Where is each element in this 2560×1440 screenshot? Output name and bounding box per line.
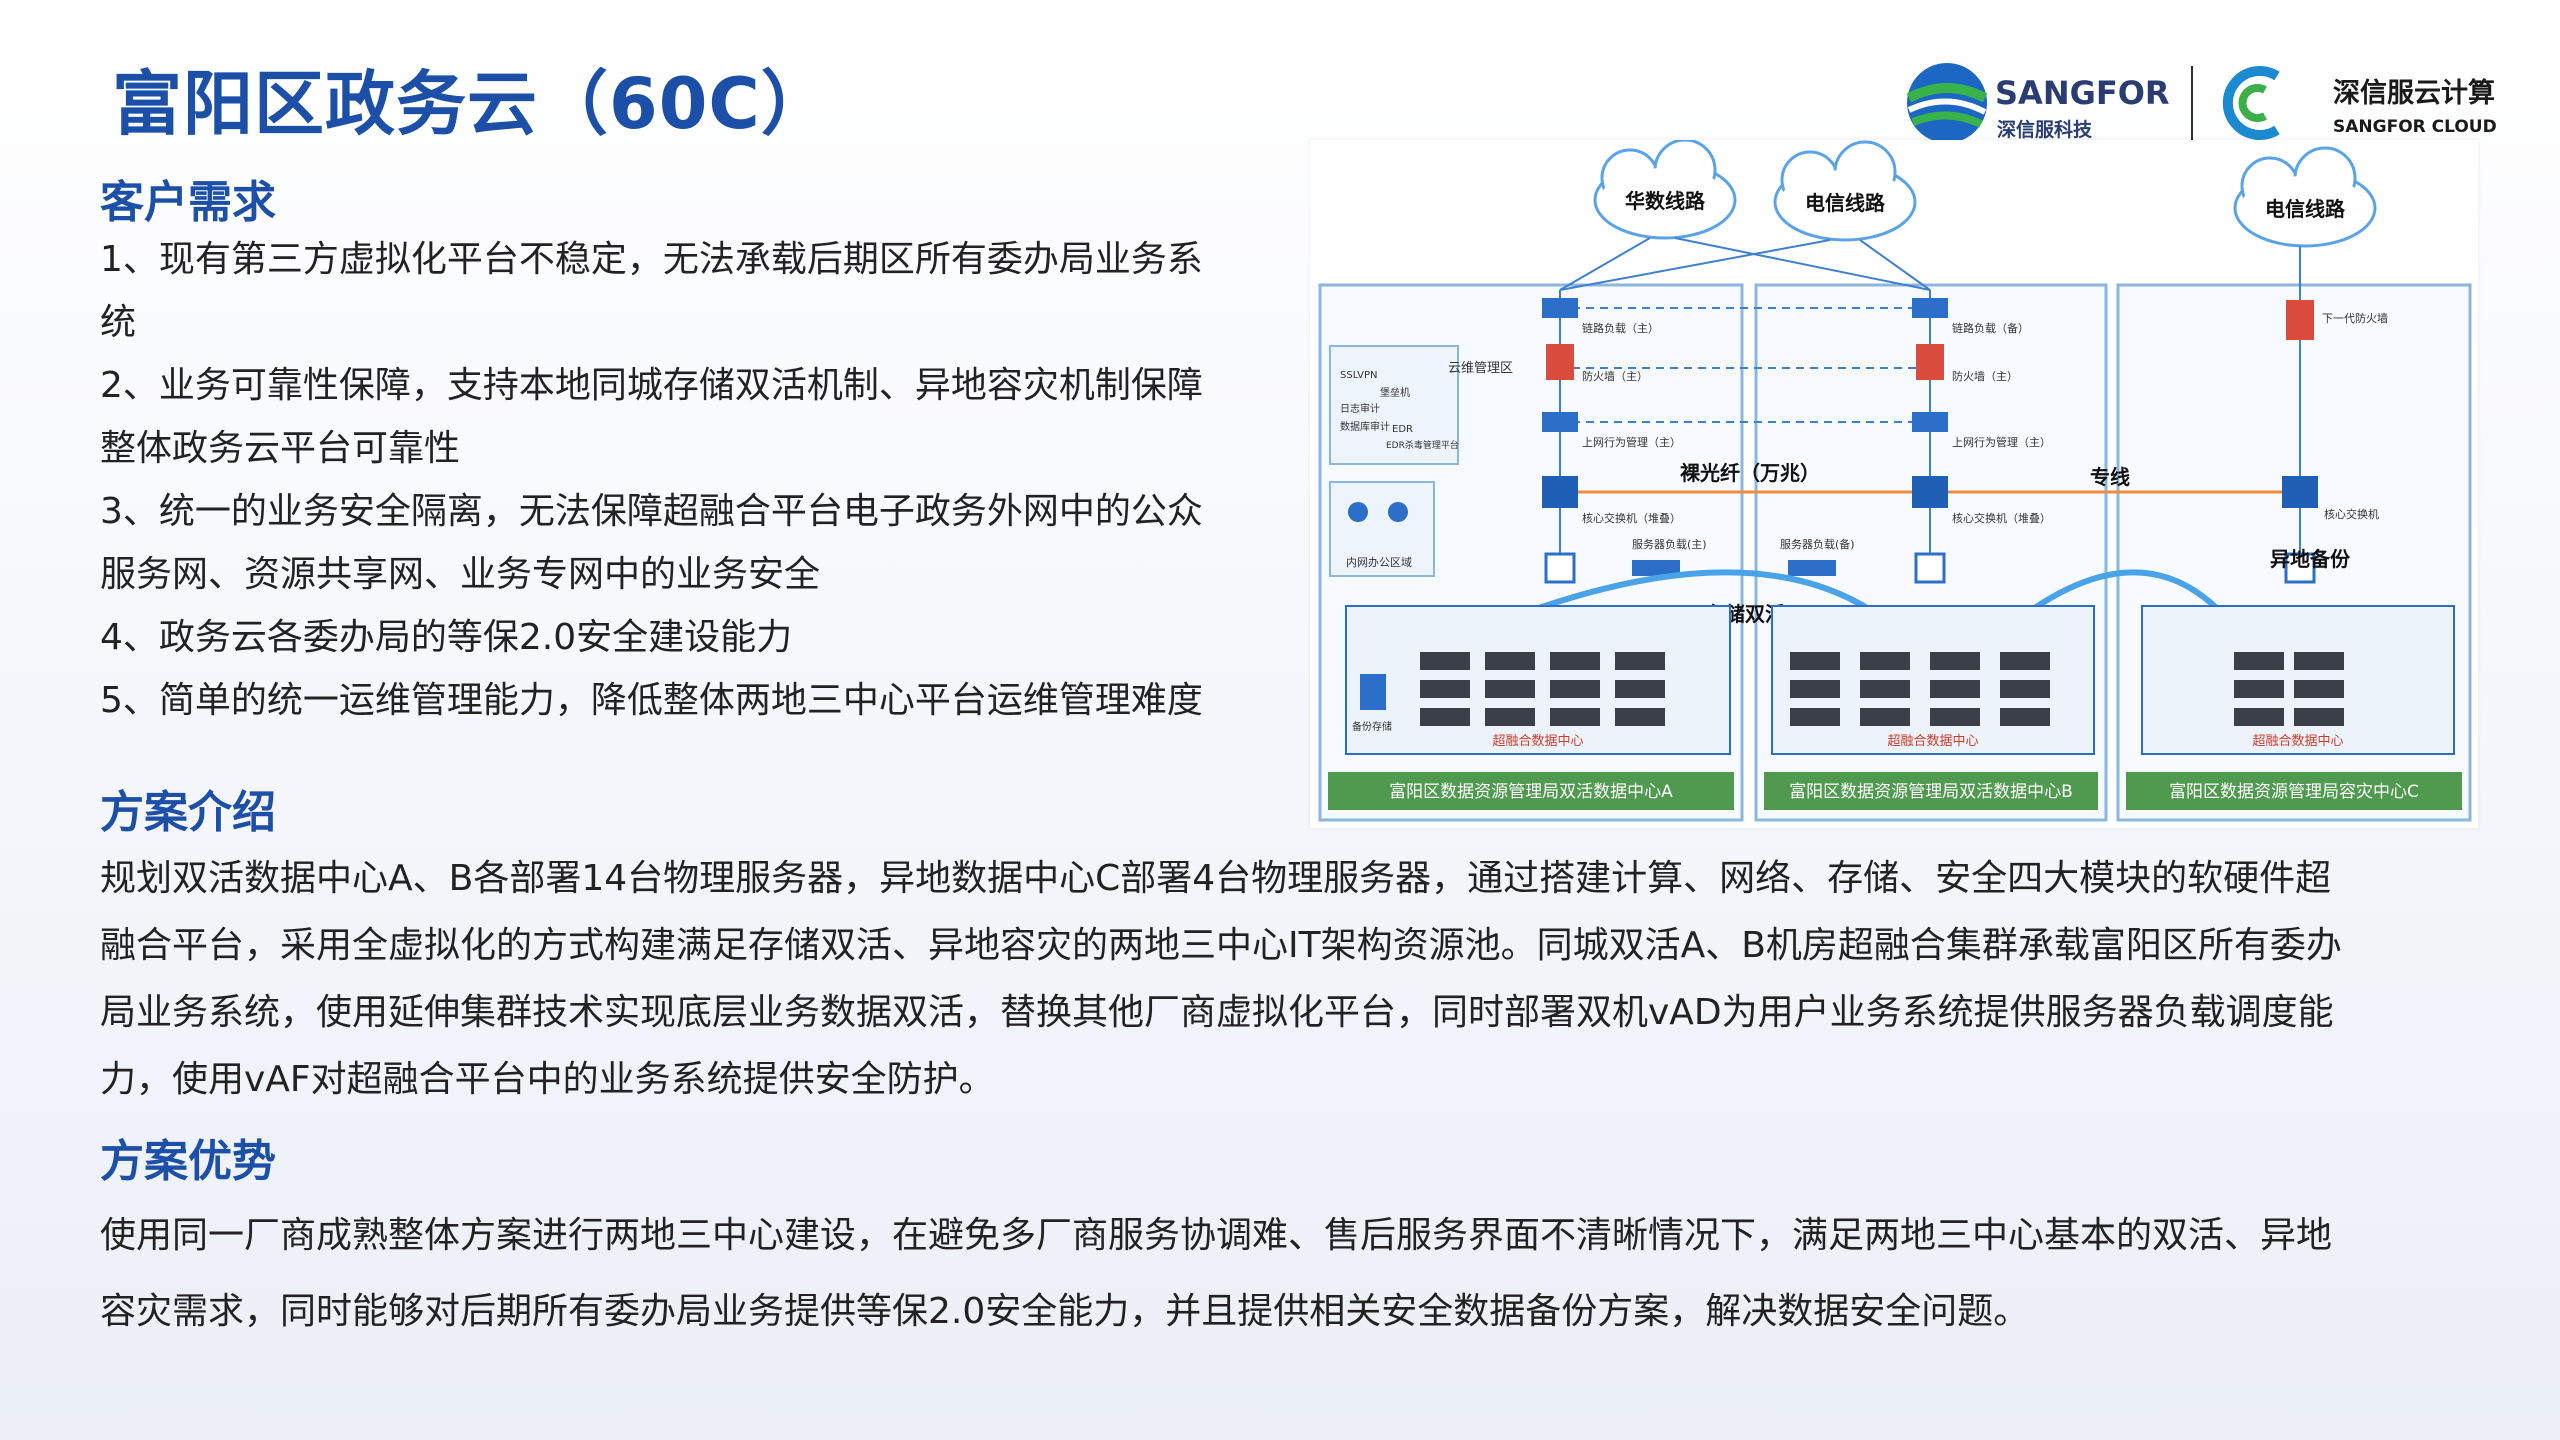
solution-paragraph: 规划双活数据中心A、B各部署14台物理服务器，异地数据中心C部署4台物理服务器，… [100, 845, 2430, 1113]
page-title: 富阳区政务云（60C） [112, 63, 832, 145]
hci-label: 超融合数据中心 [1887, 734, 1978, 749]
requirement-line: 1、现有第三方虚拟化平台不稳定，无法承载后期区所有委办局业务系 [100, 239, 1203, 280]
logo-area: SANGFOR 深信服科技 深信服云计算 SANGFOR CLOUD [1905, 58, 2525, 148]
dc-c-bar [2126, 772, 2462, 810]
sangfor-cloud-icon [2222, 66, 2280, 140]
device-label: 核心交换机（堆叠） [1952, 511, 2051, 525]
cloud-huashu: 华数线路 [1593, 138, 1737, 240]
behavior-mgmt-device-icon [1912, 412, 1948, 432]
device-label: 链路负载（备） [1952, 321, 2029, 335]
behavior-mgmt-device-icon [1542, 412, 1578, 432]
fiber-link-label: 裸光纤（万兆） [1680, 461, 1820, 485]
access-switch-icon [1544, 552, 1576, 584]
user-icon [1388, 502, 1408, 522]
device-label: 服务器负载(备) [1780, 537, 1855, 551]
dc-label: 富阳区数据资源管理局容灾中心C [2169, 782, 2419, 802]
sangfor-globe-icon [1906, 63, 1988, 143]
hci-label: 超融合数据中心 [1492, 734, 1583, 749]
access-switch-icon [1914, 552, 1946, 584]
intranet-zone-frame [1329, 481, 1435, 577]
requirement-line: 2、业务可靠性保障，支持本地同城存储双活机制、异地容灾机制保障 [100, 365, 1203, 406]
intranet-label: 内网办公区域 [1346, 555, 1412, 569]
storage-active-arrow [1478, 569, 1887, 633]
advantage-line: 容灾需求，同时能够对后期所有委办局业务提供等保2.0安全能力，并且提供相关安全数… [100, 1291, 2030, 1332]
advantage-heading: 方案优势 [100, 1136, 276, 1187]
ops-zone-frame [1329, 345, 1459, 465]
cloud-label: 华数线路 [1625, 189, 1706, 213]
device-label: 核心交换机（堆叠） [1582, 511, 1681, 525]
ngfw-device-icon [2286, 300, 2314, 340]
requirement-line: 整体政务云平台可靠性 [100, 428, 461, 469]
hci-label: 超融合数据中心 [2252, 734, 2343, 749]
sangfor-cn-text: 深信服科技 [1997, 118, 2093, 141]
dedicated-link-label: 专线 [2090, 465, 2130, 489]
device-label: 上网行为管理（主） [1952, 435, 2051, 449]
svg-text:日志审计: 日志审计 [1340, 402, 1380, 415]
solution-line: 规划双活数据中心A、B各部署14台物理服务器，异地数据中心C部署4台物理服务器，… [100, 858, 2332, 899]
link-lb-device-icon [1912, 298, 1948, 318]
sangfor-en-text: SANGFOR [1995, 74, 2170, 112]
device-label: 链路负载（主） [1582, 321, 1659, 335]
requirements-list: 1、现有第三方虚拟化平台不稳定，无法承载后期区所有委办局业务系 统 2、业务可靠… [100, 228, 1250, 732]
firewall-device-icon [1916, 344, 1944, 380]
device-label: 核心交换机 [2324, 507, 2379, 521]
svg-text:EDR: EDR [1392, 424, 1413, 435]
advantage-line: 使用同一厂商成熟整体方案进行两地三中心建设，在避免多厂商服务协调难、售后服务界面… [100, 1215, 2333, 1256]
device-label: 防火墙（主） [1952, 369, 2018, 383]
backup-storage-label: 备份存储 [1352, 720, 1392, 733]
requirement-line: 5、简单的统一运维管理能力，降低整体两地三中心平台运维管理难度 [100, 680, 1203, 721]
device-label: 防火墙（主） [1582, 369, 1648, 383]
core-switch-icon [1542, 476, 1578, 508]
backup-storage-icon [1360, 674, 1386, 710]
cloud-en-text: SANGFOR CLOUD [2333, 117, 2497, 137]
core-switch-icon [2282, 476, 2318, 508]
ops-zone-title: 云维管理区 [1448, 361, 1513, 376]
access-switch-icon [2284, 552, 2316, 584]
requirement-line: 3、统一的业务安全隔离，无法保障超融合平台电子政务外网中的公众 [100, 491, 1203, 532]
remote-backup-label: 异地备份 [2270, 547, 2351, 571]
user-icon [1348, 502, 1368, 522]
svg-text:数据库审计: 数据库审计 [1340, 420, 1390, 433]
sangfor-logo: SANGFOR 深信服科技 深信服云计算 SANGFOR CLOUD [1906, 63, 2497, 143]
link-lb-device-icon [1542, 298, 1578, 318]
solution-line: 局业务系统，使用延伸集群技术实现底层业务数据双活，替换其他厂商虚拟化平台，同时部… [100, 992, 2334, 1033]
cloud-label: 电信线路 [1805, 191, 1886, 215]
dc-b-bar [1764, 772, 2098, 810]
requirement-line: 服务网、资源共享网、业务专网中的业务安全 [100, 554, 821, 595]
advantage-paragraph: 使用同一厂商成熟整体方案进行两地三中心建设，在避免多厂商服务协调难、售后服务界面… [100, 1198, 2430, 1350]
cloud-telecom-c: 电信线路 [2233, 146, 2377, 248]
dc-label: 富阳区数据资源管理局双活数据中心B [1789, 782, 2073, 802]
solution-line: 力，使用vAF对超融合平台中的业务系统提供安全防护。 [100, 1059, 995, 1100]
svg-text:SSLVPN: SSLVPN [1340, 370, 1378, 381]
dc-label: 富阳区数据资源管理局双活数据中心A [1389, 782, 1673, 802]
architecture-diagram: 华数线路 电信线路 电信线路 [1310, 138, 2478, 828]
cloud-cn-text: 深信服云计算 [2333, 77, 2495, 109]
device-label: 服务器负载(主) [1632, 537, 1707, 551]
server-rack-icons [1420, 652, 2344, 726]
svg-text:堡垒机: 堡垒机 [1380, 386, 1410, 399]
device-label: 上网行为管理（主） [1582, 435, 1681, 449]
cloud-telecom-ab: 电信线路 [1773, 140, 1917, 242]
hci-a-cluster [1345, 605, 1731, 755]
device-label: 下一代防火墙 [2322, 311, 2388, 325]
svg-text:EDR杀毒管理平台: EDR杀毒管理平台 [1386, 439, 1459, 451]
core-switch-icon [1912, 476, 1948, 508]
cloud-label: 电信线路 [2265, 197, 2346, 221]
server-lb-icon [1788, 560, 1836, 576]
requirement-line: 4、政务云各委办局的等保2.0安全建设能力 [100, 617, 793, 658]
solution-heading: 方案介绍 [100, 787, 276, 838]
requirement-line: 统 [100, 302, 137, 343]
firewall-device-icon [1546, 344, 1574, 380]
solution-line: 融合平台，采用全虚拟化的方式构建满足存储双活、异地容灾的两地三中心IT架构资源池… [100, 925, 2342, 966]
requirements-heading: 客户需求 [100, 177, 276, 228]
server-lb-icon [1632, 560, 1680, 576]
dc-a-bar [1328, 772, 1734, 810]
